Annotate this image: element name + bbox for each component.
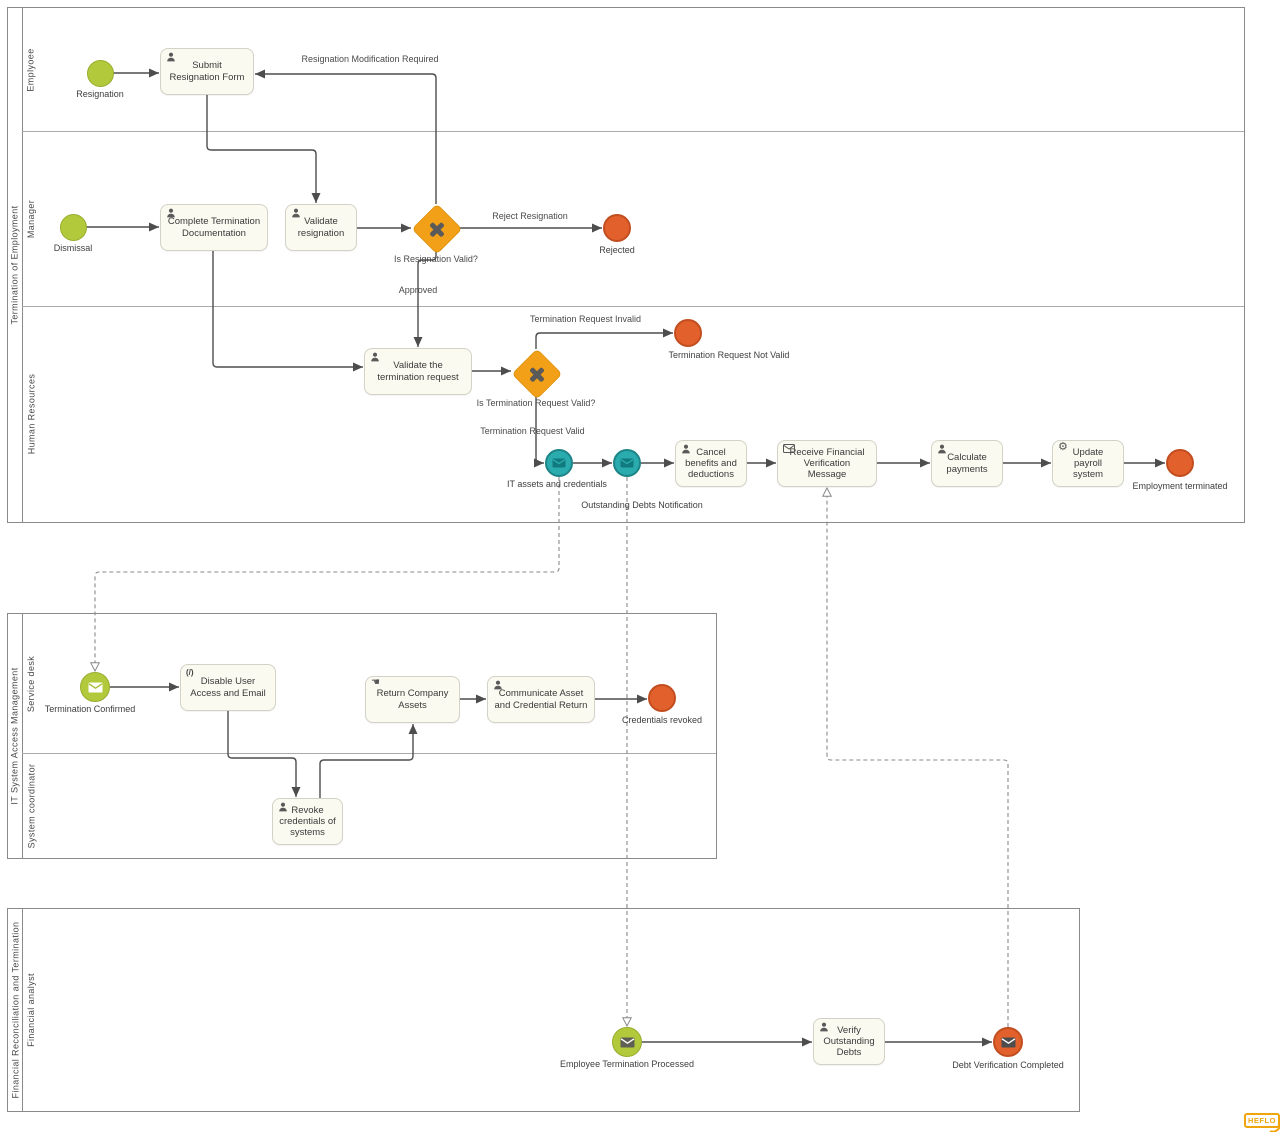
task-label: Communicate Asset and Credential Return bbox=[494, 688, 588, 711]
flow-label-reject-resignation: Reject Resignation bbox=[492, 211, 568, 221]
task-receive-financial-verification-message: Receive Financial Verification Message bbox=[777, 440, 877, 487]
task-revoke-credentials-of-systems: Revoke credentials of systems bbox=[272, 798, 343, 845]
manual-hand-icon: ☚ bbox=[371, 677, 380, 688]
start-event-termination-confirmed bbox=[80, 672, 110, 702]
user-icon bbox=[937, 444, 947, 454]
message-envelope-icon bbox=[620, 458, 634, 468]
user-icon bbox=[278, 802, 288, 812]
message-envelope-icon bbox=[88, 682, 102, 692]
event-label: Credentials revoked bbox=[621, 715, 703, 725]
gear-icon: ⚙ bbox=[1058, 441, 1068, 453]
task-label: Submit Resignation Form bbox=[169, 60, 245, 83]
task-label: Revoke credentials of systems bbox=[279, 804, 336, 839]
end-event-termination-request-not-valid bbox=[674, 319, 702, 347]
lane-divider bbox=[22, 306, 1244, 307]
flow-label-approved: Approved bbox=[398, 285, 438, 295]
user-icon bbox=[819, 1022, 829, 1032]
task-label: Validate the termination request bbox=[377, 360, 459, 383]
start-event-employee-termination-processed bbox=[612, 1027, 642, 1057]
task-calculate-payments: Calculate payments bbox=[931, 440, 1003, 487]
start-event-dismissal bbox=[60, 214, 87, 241]
event-label: Dismissal bbox=[53, 243, 93, 253]
message-flow-debt-to-receive bbox=[827, 488, 1009, 1027]
user-icon bbox=[166, 52, 176, 62]
pool-label-strip bbox=[8, 909, 23, 1111]
flow-complete-to-validate-termination bbox=[212, 251, 363, 372]
user-icon bbox=[370, 352, 380, 362]
event-label: Debt Verification Completed bbox=[952, 1060, 1064, 1070]
event-label: Termination Request Not Valid bbox=[668, 350, 790, 360]
task-label: Cancel benefits and deductions bbox=[685, 446, 737, 481]
flow-label-resignation-modification-required: Resignation Modification Required bbox=[301, 54, 439, 64]
task-return-company-assets: ☚ Return Company Assets bbox=[365, 676, 460, 723]
user-icon bbox=[681, 444, 691, 454]
flow-resignation-modification-required bbox=[255, 69, 437, 204]
user-icon bbox=[291, 208, 301, 218]
flow-label-termination-request-valid: Termination Request Valid bbox=[480, 426, 585, 436]
task-verify-outstanding-debts: Verify Outstanding Debts bbox=[813, 1018, 885, 1065]
flow-label-termination-request-invalid: Termination Request Invalid bbox=[529, 314, 642, 324]
flow-termination-request-invalid bbox=[535, 328, 673, 349]
task-label: Receive Financial Verification Message bbox=[789, 446, 865, 481]
task-update-payroll-system: ⚙ Update payroll system bbox=[1052, 440, 1124, 487]
task-label: Verify Outstanding Debts bbox=[823, 1024, 875, 1059]
end-event-credentials-revoked bbox=[648, 684, 676, 712]
event-label: Resignation bbox=[76, 89, 124, 99]
flow-approved bbox=[413, 252, 437, 347]
pool-label-strip bbox=[8, 614, 23, 858]
event-label: Employment terminated bbox=[1132, 481, 1228, 491]
message-envelope-icon bbox=[552, 458, 566, 468]
script-icon: (/) bbox=[186, 668, 194, 677]
gateway-label: Is Termination Request Valid? bbox=[476, 398, 596, 408]
user-icon bbox=[166, 208, 176, 218]
lane-divider bbox=[22, 753, 716, 754]
intermediate-event-outstanding-debts-notification bbox=[613, 449, 641, 477]
end-event-rejected bbox=[603, 214, 631, 242]
task-label: Calculate payments bbox=[946, 452, 988, 475]
heflo-logo[interactable]: HEFLO bbox=[1244, 1113, 1280, 1128]
event-label: Termination Confirmed bbox=[44, 704, 136, 714]
task-label: Complete Termination Documentation bbox=[167, 216, 261, 239]
task-validate-the-termination-request: Validate the termination request bbox=[364, 348, 472, 395]
message-envelope-icon bbox=[620, 1037, 634, 1047]
flow-termination-request-valid bbox=[534, 397, 544, 468]
flow-disable-to-revoke bbox=[227, 711, 301, 797]
event-label: Outstanding Debts Notification bbox=[581, 500, 703, 510]
task-complete-termination-documentation: Complete Termination Documentation bbox=[160, 204, 268, 251]
task-submit-resignation-form: Submit Resignation Form bbox=[160, 48, 254, 95]
event-label: Employee Termination Processed bbox=[560, 1059, 694, 1069]
task-label: Return Company Assets bbox=[376, 688, 449, 711]
end-event-debt-verification-completed bbox=[993, 1027, 1023, 1057]
task-validate-resignation: Validate resignation bbox=[285, 204, 357, 251]
task-label: Validate resignation bbox=[297, 216, 345, 239]
event-label: Rejected bbox=[599, 245, 635, 255]
pool-it-system-access-management: IT System Access Management Service desk… bbox=[7, 613, 717, 859]
intermediate-event-it-assets-and-credentials bbox=[545, 449, 573, 477]
receive-message-icon bbox=[783, 444, 795, 453]
task-cancel-benefits-and-deductions: Cancel benefits and deductions bbox=[675, 440, 747, 487]
gateway-label: Is Resignation Valid? bbox=[394, 254, 478, 264]
pool-label-strip bbox=[8, 8, 23, 522]
event-label: IT assets and credentials bbox=[507, 479, 607, 489]
start-event-resignation bbox=[87, 60, 114, 87]
flow-revoke-to-return bbox=[319, 724, 418, 798]
message-envelope-icon bbox=[1001, 1037, 1015, 1047]
task-communicate-asset-and-credential-return: Communicate Asset and Credential Return bbox=[487, 676, 595, 723]
user-icon bbox=[493, 680, 503, 690]
task-label: Disable User Access and Email bbox=[190, 676, 266, 699]
lane-divider bbox=[22, 131, 1244, 132]
end-event-employment-terminated bbox=[1166, 449, 1194, 477]
flow-submit-to-validate-resignation bbox=[206, 95, 321, 203]
task-label: Update payroll system bbox=[1072, 446, 1104, 481]
pool-financial-reconciliation-and-termination: Financial Reconciliation and Termination… bbox=[7, 908, 1080, 1112]
message-flow-itassets-to-confirmed bbox=[95, 477, 560, 671]
task-disable-user-access-and-email: (/) Disable User Access and Email bbox=[180, 664, 276, 711]
